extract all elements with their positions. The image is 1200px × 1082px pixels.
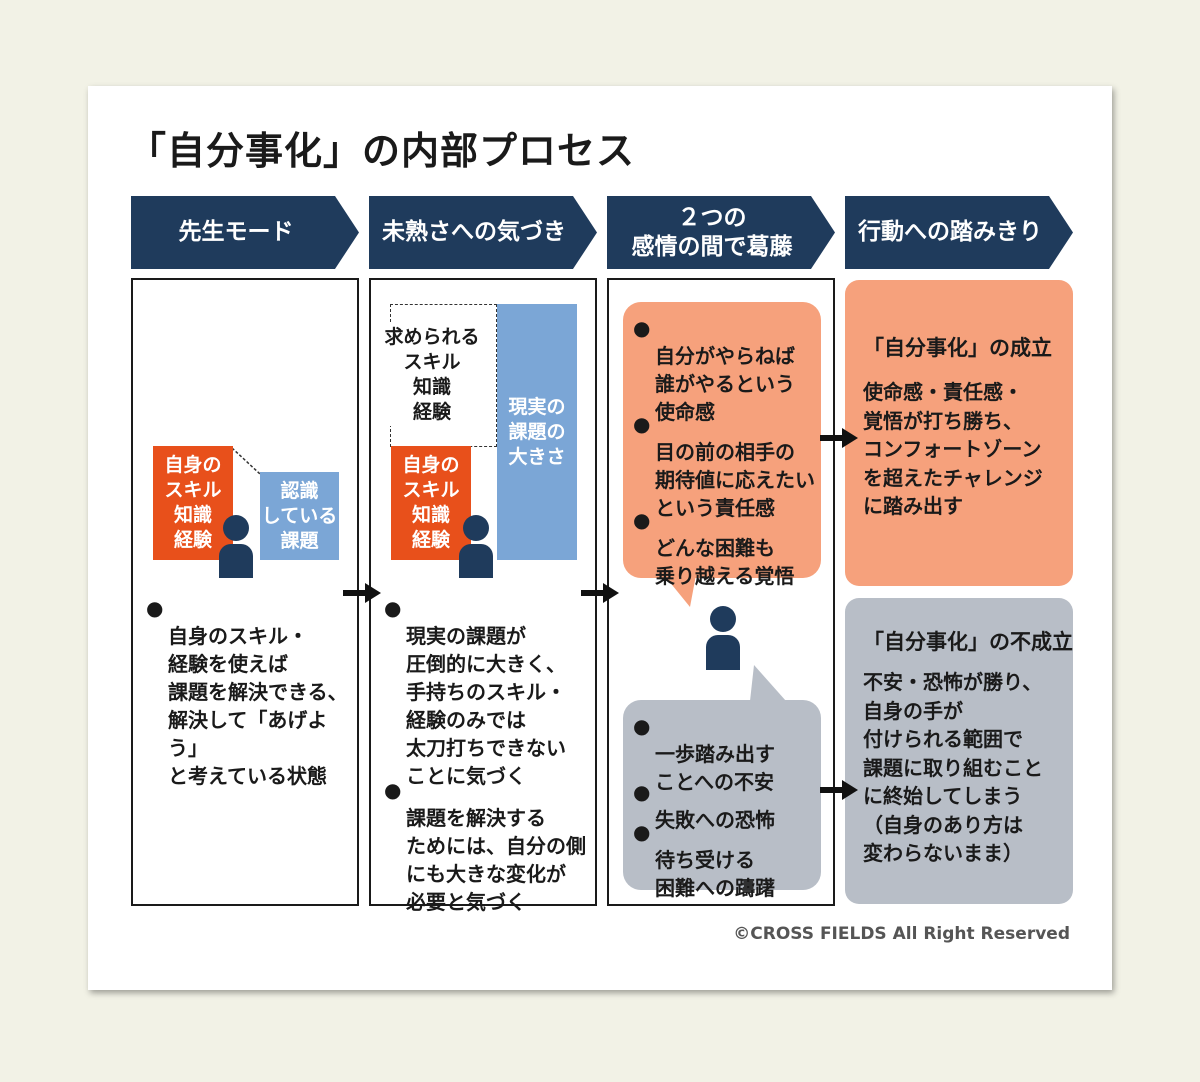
success-heading: 「自分事化」の成立 bbox=[863, 336, 1052, 360]
success-result-box: 「自分事化」の成立 使命感・責任感・ 覚悟が打ち勝ち、 コンフォートゾーン を超… bbox=[845, 280, 1073, 586]
required-skill-label: 求められる スキル 知識 経験 bbox=[380, 324, 484, 426]
negative-1: ●一歩踏み出す ことへの不安 bbox=[633, 714, 775, 794]
arrow-right-icon bbox=[820, 780, 858, 800]
arrow-right-icon bbox=[820, 428, 858, 448]
negative-bubble-tail bbox=[750, 665, 786, 701]
stage-header-3: ２つの 感情の間で葛藤 bbox=[607, 196, 835, 269]
person-icon bbox=[459, 515, 493, 578]
positive-1: ●自分がやらねば 誰がやるという 使命感 bbox=[633, 316, 795, 424]
real-issue-block: 現実の 課題の 大きさ bbox=[497, 304, 577, 560]
negative-emotion-bubble bbox=[623, 700, 821, 890]
arrow-right-icon bbox=[581, 583, 619, 603]
arrow-right-icon bbox=[343, 583, 381, 603]
failure-heading: 「自分事化」の不成立 bbox=[863, 630, 1073, 654]
positive-emotion-bubble bbox=[623, 302, 821, 578]
positive-2: ●目の前の相手の 期待値に応えたい という責任感 bbox=[633, 412, 815, 520]
own-skill-block: 自身の スキル 知識 経験 bbox=[153, 446, 233, 560]
own-skill-block-2: 自身の スキル 知識 経験 bbox=[391, 446, 471, 560]
positive-3: ●どんな困難も 乗り越える覚悟 bbox=[633, 508, 795, 588]
person-icon bbox=[706, 606, 740, 670]
stage-header-1: 先生モード bbox=[131, 196, 359, 269]
negative-2: ●失敗への恐怖 bbox=[633, 780, 775, 832]
positive-bubble-tail bbox=[664, 575, 696, 607]
page-title: 「自分事化」の内部プロセス bbox=[128, 129, 636, 173]
negative-3: ●待ち受ける 困難への躊躇 bbox=[633, 820, 775, 900]
copyright-notice: ©CROSS FIELDS All Right Reserved bbox=[733, 924, 1070, 944]
stage-header-4: 行動への踏みきり bbox=[845, 196, 1073, 269]
failure-text: 不安・恐怖が勝り、 自身の手が 付けられる範囲で 課題に取り組むこと に終始して… bbox=[863, 670, 1043, 865]
person-icon bbox=[219, 515, 253, 578]
failure-result-box: 「自分事化」の不成立 不安・恐怖が勝り、 自身の手が 付けられる範囲で 課題に取… bbox=[845, 598, 1073, 904]
stage-header-2: 未熟さへの気づき bbox=[369, 196, 597, 269]
bullet-col1: ●自身のスキル・ 経験を使えば 課題を解決できる、 解決して「あげよう」 と考え… bbox=[146, 596, 348, 788]
bullet-col2-2: ●課題を解決する ためには、自分の側 にも大きな変化が 必要と気づく bbox=[384, 778, 586, 914]
success-text: 使命感・責任感・ 覚悟が打ち勝ち、 コンフォートゾーン を超えたチャレンジ に踏… bbox=[863, 380, 1043, 518]
stage-column-1 bbox=[131, 278, 359, 906]
connector-lines bbox=[231, 447, 261, 475]
bullet-col2-1: ●現実の課題が 圧倒的に大きく、 手持ちのスキル・ 経験のみでは 太刀打ちできな… bbox=[384, 596, 566, 788]
recognized-issue-block: 認識 している 課題 bbox=[260, 472, 339, 560]
